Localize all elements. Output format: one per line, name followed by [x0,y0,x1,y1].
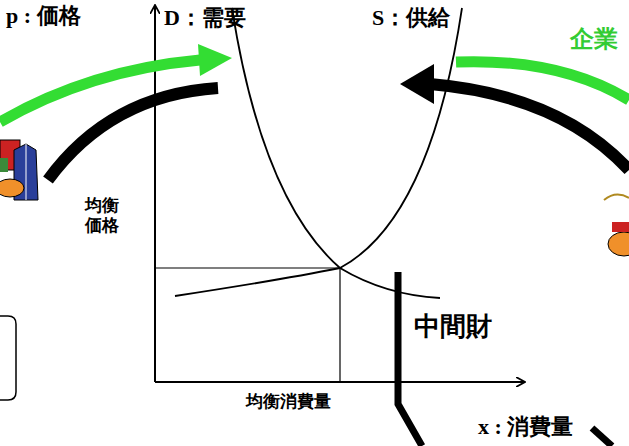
equilibrium-quantity-line [339,268,340,382]
demand-curve [232,8,440,298]
green-arrowhead [198,44,232,76]
supply-curve [175,8,462,296]
black-flow-arrow [48,88,218,180]
price-axis-label: p : 価格 [6,3,81,28]
firm-goods-icon [604,194,629,256]
quantity-axis-label: x : 消費量 [478,414,573,439]
intermediate-goods-flow [398,272,422,446]
demand-label: D：需要 [164,5,246,30]
equilibrium-quantity-label: 均衡消費量 [246,392,331,412]
equilibrium-price-label: 均衡 価格 [84,196,120,235]
intermediate-goods-flow [592,428,612,446]
equilibrium-price-line [155,267,340,268]
firm-label: 企業 [570,26,618,54]
intermediate-goods-label: 中間財 [414,312,492,342]
black-arrowhead [400,64,434,104]
household-goods-icon [0,140,38,200]
note-frame [0,316,16,400]
black-flow-arrow [430,84,629,170]
supply-label: S：供給 [372,5,450,30]
